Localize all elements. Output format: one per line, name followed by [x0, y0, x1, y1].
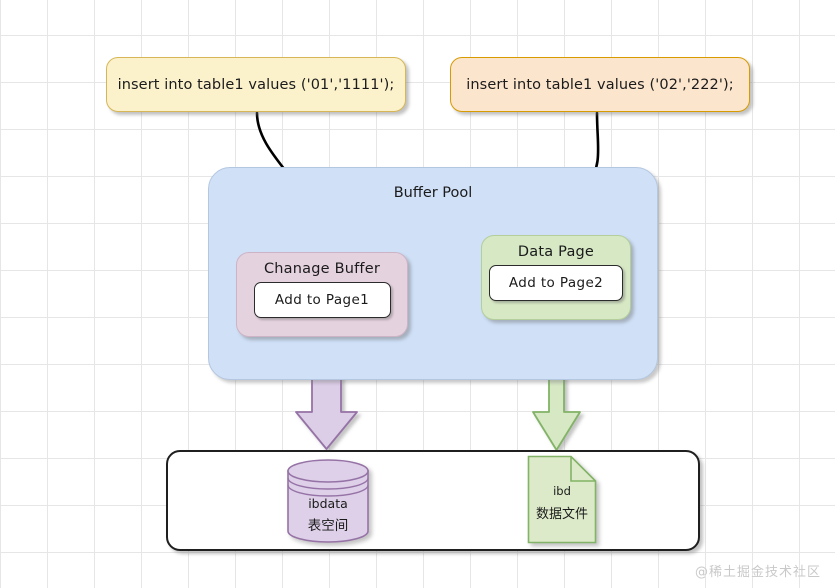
sql-statement-left[interactable]: insert into table1 values ('01','1111'); [106, 57, 406, 112]
site-watermark: @稀土掘金技术社区 [694, 565, 821, 580]
ibdata-tablespace-cylinder[interactable]: ibdata 表空间 [286, 458, 370, 544]
sql-statement-right-text: insert into table1 values ('02','222'); [466, 76, 734, 93]
cylinder-icon [287, 459, 369, 543]
change-buffer-operation[interactable]: Add to Page1 [253, 282, 391, 318]
document-icon [527, 455, 597, 544]
data-page-card[interactable]: Data Page Add to Page2 [481, 235, 631, 320]
data-page-operation[interactable]: Add to Page2 [489, 265, 623, 301]
buffer-pool-label: Buffer Pool [393, 185, 473, 201]
change-buffer-card[interactable]: Chanage Buffer Add to Page1 [236, 252, 408, 337]
disk-storage-container[interactable] [166, 450, 700, 551]
sql-statement-left-text: insert into table1 values ('01','1111'); [117, 76, 395, 93]
sql-statement-right[interactable]: insert into table1 values ('02','222'); [450, 57, 750, 112]
change-buffer-title: Chanage Buffer [263, 261, 381, 277]
data-page-title: Data Page [517, 244, 595, 260]
ibd-data-file-document[interactable]: ibd 数据文件 [527, 455, 597, 544]
